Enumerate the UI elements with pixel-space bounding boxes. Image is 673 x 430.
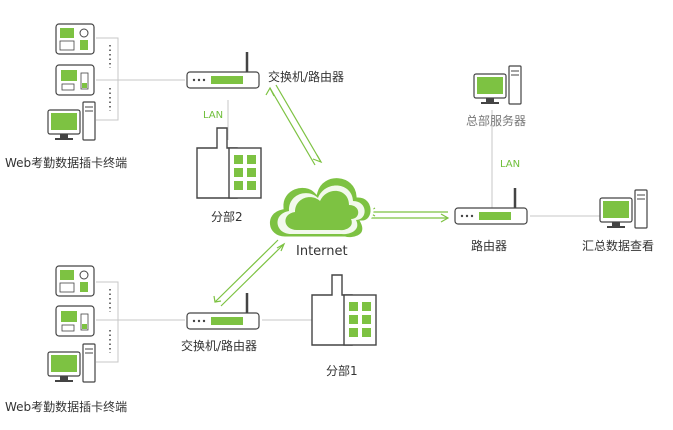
branch1-label: 分部1 xyxy=(326,364,358,378)
summary-view-label: 汇总数据查看 xyxy=(582,239,655,253)
branch2-building-icon xyxy=(196,127,262,199)
card-terminal-icon xyxy=(55,23,95,55)
hq-server-label: 总部服务器 xyxy=(466,114,527,128)
connection-lines xyxy=(96,37,600,363)
terminal-bottom-label: Web考勤数据插卡终端 xyxy=(5,400,128,414)
top-terminal-group xyxy=(47,23,96,141)
router-right-label: 路由器 xyxy=(471,239,508,253)
internet-cloud-icon xyxy=(266,175,374,241)
branch1-building-icon xyxy=(311,274,377,346)
switch-top-icon xyxy=(185,50,261,90)
pc-icon xyxy=(47,343,96,383)
card-terminal-icon xyxy=(55,265,95,297)
switch-bottom-icon xyxy=(185,291,261,331)
terminal-top-label: Web考勤数据插卡终端 xyxy=(5,156,128,170)
pc-icon xyxy=(47,101,96,141)
switch-top-label: 交换机/路由器 xyxy=(268,70,345,84)
internet-label: Internet xyxy=(296,244,348,259)
router-right-icon xyxy=(453,186,529,226)
hq-server-icon xyxy=(473,65,522,105)
lan-right-label: LAN xyxy=(500,159,521,170)
card-terminal-icon xyxy=(55,305,95,337)
summary-pc-icon xyxy=(599,189,648,229)
branch2-label: 分部2 xyxy=(211,210,243,224)
switch-bottom-label: 交换机/路由器 xyxy=(181,339,258,353)
lan-left-label: LAN xyxy=(203,110,224,121)
bottom-terminal-group xyxy=(47,265,96,383)
card-terminal-icon xyxy=(55,64,95,96)
